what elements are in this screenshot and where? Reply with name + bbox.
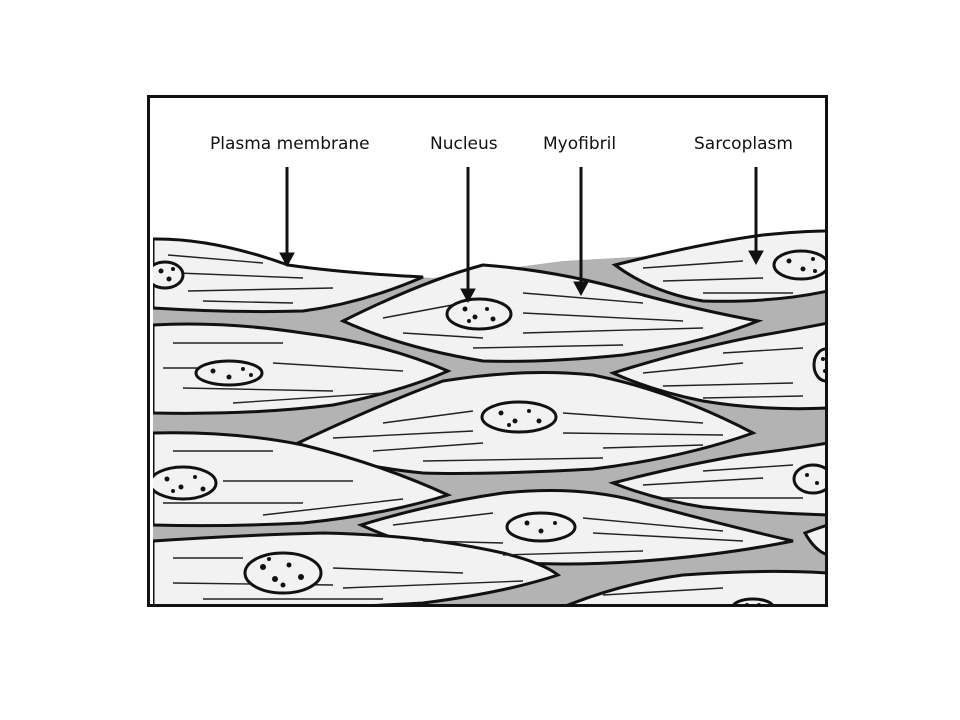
nucleus [505, 511, 577, 543]
diagram-frame [147, 95, 828, 607]
nucleus [194, 359, 264, 387]
label-sarcoplasm: Sarcoplasm [694, 134, 793, 154]
nucleus [772, 249, 825, 281]
label-plasma-membrane: Plasma membrane [210, 134, 370, 154]
myofibril-lines [163, 254, 804, 600]
nucleus [153, 465, 218, 501]
muscle-cell [611, 229, 825, 303]
label-nucleus: Nucleus [430, 134, 498, 154]
muscle-cell [566, 569, 825, 604]
nucleus [243, 551, 323, 595]
nuclei [153, 249, 825, 604]
muscle-cell [802, 524, 825, 556]
nucleus [445, 297, 513, 331]
muscle-cell [608, 322, 825, 411]
muscle-cell [608, 441, 825, 517]
muscle-cell [339, 263, 764, 363]
nucleus [812, 347, 825, 383]
muscle-cell [153, 237, 424, 314]
pointer-arrows [279, 167, 764, 304]
label-myofibril: Myofibril [543, 134, 617, 154]
nucleus [732, 597, 774, 604]
nucleus [153, 260, 185, 290]
nucleus [480, 400, 558, 434]
smooth-muscle-illustration [153, 167, 825, 604]
muscle-cell [153, 322, 452, 415]
nucleus [792, 463, 825, 495]
chromatin [158, 257, 825, 604]
